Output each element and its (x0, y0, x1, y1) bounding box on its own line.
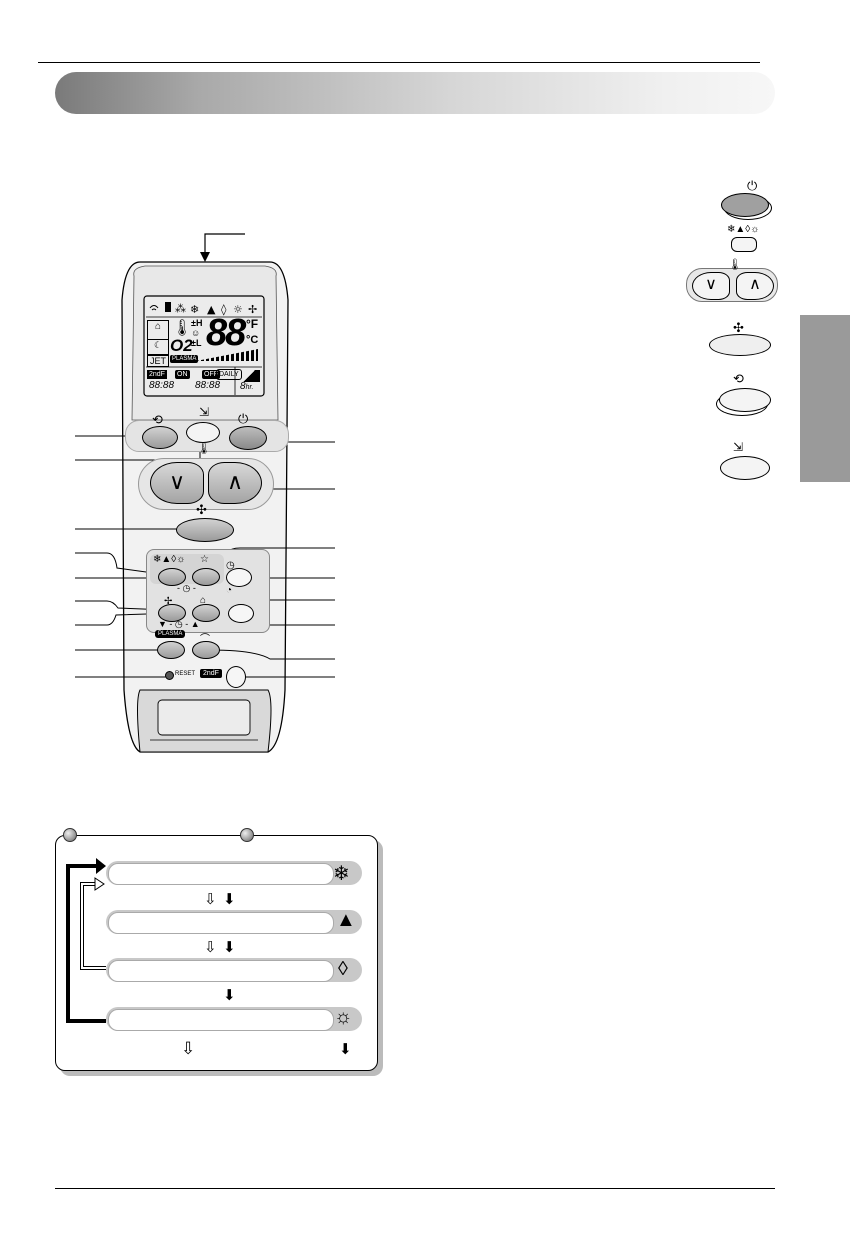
temp-down-button[interactable]: ∨ (150, 462, 204, 504)
lcd-timer-left: 88:88 (149, 380, 175, 391)
air-flow-icon: ⌒ (200, 634, 210, 645)
signal-transmitter-pointer (200, 233, 245, 262)
jet-cool-icon: ⇲ (199, 405, 210, 419)
swing-icon: ⟲ (152, 412, 163, 427)
swing-button-icon: ⟲ (733, 371, 744, 386)
side-section-tab (800, 315, 850, 482)
energy-saving-button[interactable] (192, 568, 220, 586)
svg-text:☼: ☼ (233, 303, 243, 316)
lcd-unit-c: °C (246, 334, 259, 346)
lcd-plasma-badge: PLASMA (170, 355, 199, 363)
jet-cool-button-illustration (720, 456, 770, 480)
lcd-timer-right: 88:88 (195, 380, 221, 391)
room-temp-check-button[interactable] (192, 604, 220, 622)
snowflake-icon: ❄ (333, 863, 350, 885)
flow-arrow-black-3: ⬇ (223, 987, 236, 1004)
mode-icons-label: ❄▲◊☼ (153, 554, 186, 565)
second-function-button[interactable] (226, 666, 246, 688)
second-function-label: 2ndF (200, 669, 222, 678)
mode-row-cooling-field (108, 863, 334, 885)
lcd-jet-badge: JET (147, 355, 170, 367)
svg-text:❄: ❄ (190, 303, 199, 316)
fan-speed-button[interactable] (176, 518, 234, 542)
timer-set-icon: ◷ (226, 560, 235, 571)
timer-button[interactable] (226, 568, 252, 587)
svg-text:◊: ◊ (221, 303, 227, 316)
lcd-on-badge: ON (175, 370, 190, 379)
lcd-small-digit: 8hr. (240, 381, 254, 392)
temp-up-illustration: ∧ (736, 272, 774, 300)
chaos-swing-button[interactable] (142, 426, 178, 449)
timer-line-label: - ◷ - (177, 583, 196, 593)
power-icon: ⏻ (238, 411, 249, 426)
flow-arrow-black-2: ⬇ (223, 939, 236, 956)
panel-bullet-left (63, 828, 77, 842)
mode-row-dehumidify-field (108, 960, 334, 982)
time-adjust-label: ▼ - ◷ - ▲ (158, 619, 200, 629)
temp-down-illustration: ∨ (692, 272, 730, 300)
time-adjust-button[interactable] (228, 604, 254, 623)
fan-speed-icon: ✣ (733, 320, 744, 335)
reset-label: RESET (175, 671, 196, 677)
legend-arrow-white: ⇩ (181, 1039, 196, 1058)
fan-speed-button-illustration (709, 334, 771, 356)
mode-select-button-illustration (731, 237, 757, 252)
flow-arrow-white-1: ⇩ (204, 891, 217, 908)
timer-cancel-icon: ◔ (226, 585, 233, 596)
reset-button[interactable] (165, 671, 174, 680)
svg-text:⁂: ⁂ (175, 302, 186, 315)
sleep-mode-button[interactable] (158, 604, 186, 622)
lcd-temp-digits: 88 (206, 312, 246, 354)
auto-a-icon: ▲ (336, 909, 356, 931)
lcd-o2: O2 (170, 336, 193, 355)
lcd-off-badge: OFF (202, 370, 220, 379)
power-button-illustration (721, 193, 769, 217)
bottom-rule (55, 1188, 775, 1189)
mode-row-heating-field (108, 1009, 334, 1031)
thermometer-icon: 🌡 (172, 320, 193, 337)
lcd-unit-f: °F (246, 317, 259, 331)
legend-arrow-black: ⬇ (339, 1041, 352, 1058)
humidity-hl-indicator: ±H☺±L (191, 318, 203, 348)
fan-icon: ✣ (196, 502, 207, 517)
swing-button-illustration (719, 388, 771, 412)
airflow-direction-button[interactable] (192, 641, 220, 659)
temp-up-button[interactable]: ∧ (208, 462, 262, 504)
sleep-mode-icon: ☾ (147, 339, 169, 355)
section-title-bar (55, 72, 775, 114)
energy-saving-icon: ☆ (200, 554, 209, 565)
sun-icon: ☼ (334, 1006, 353, 1028)
lcd-signal-corner-icon (238, 370, 260, 382)
power-button-icon: ⏻ (747, 178, 758, 193)
room-temp-check-icon: ⌂ (200, 595, 207, 606)
plasma-button[interactable] (157, 641, 185, 659)
thermometer-small-icon: 🌡 (197, 443, 211, 455)
svg-text:✢: ✢ (248, 303, 257, 316)
jet-cool-button[interactable] (186, 422, 220, 443)
lcd-display: ⁂ ❄ ▲ ◊ ☼ ✢ (143, 295, 265, 397)
plasma-label: PLASMA (155, 630, 186, 638)
panel-bullet-right (240, 828, 254, 842)
power-button[interactable] (229, 426, 267, 450)
top-rule (38, 62, 760, 63)
mode-select-icons: ❄▲◊☼ (727, 224, 760, 235)
mode-row-auto-field (108, 912, 334, 934)
jet-cool-button-icon: ⇲ (733, 440, 744, 454)
lcd-2ndf-badge: 2ndF (147, 370, 167, 379)
operation-mode-button[interactable] (158, 568, 186, 586)
sleep-icon: ✢ (164, 596, 173, 607)
flow-arrow-black-1: ⬇ (223, 891, 236, 908)
droplet-icon: ◊ (338, 958, 348, 980)
svg-text:▲: ▲ (207, 303, 216, 316)
temperature-icon: 🌡 (728, 259, 742, 271)
flow-arrow-white-2: ⇩ (204, 939, 217, 956)
